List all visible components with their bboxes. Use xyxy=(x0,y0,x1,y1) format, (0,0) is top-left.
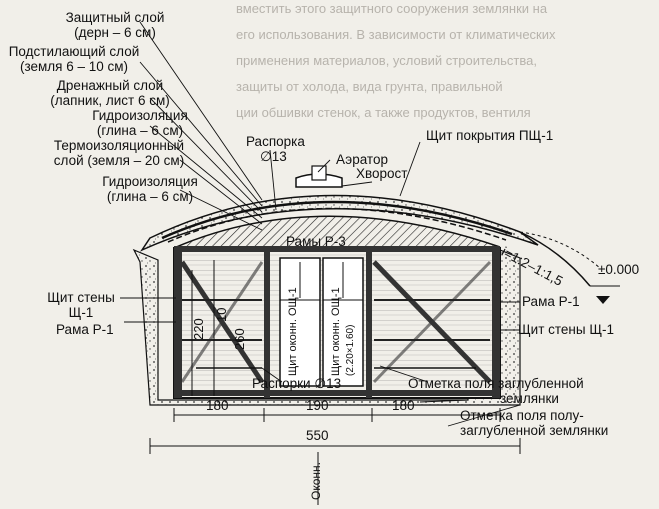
background-text-line: ции обшивки стенок, а также продуктов, в… xyxy=(236,105,531,120)
frame-right-label: Рама Р-1 xyxy=(522,294,580,309)
roof-shield xyxy=(173,215,501,249)
dim-550: 550 xyxy=(306,428,329,443)
dim-180-left: 180 xyxy=(206,398,229,413)
wall-shield-right-label: Щит стены Щ-1 xyxy=(518,322,614,337)
wall-shield-left-label: Щит стены Щ-1 xyxy=(47,290,115,320)
layer-thermal: Термоизоляционный слой (земля – 20 см) xyxy=(53,138,185,168)
dim-220: 220 xyxy=(191,318,206,340)
background-text-line: применения материалов, условий строитель… xyxy=(236,53,537,68)
brace-left-cross xyxy=(180,261,264,383)
tail-label: Хворост xyxy=(356,166,408,181)
vertical-note: Оконн. xyxy=(309,462,323,500)
post-left xyxy=(174,248,182,398)
zero-mark-label: ±0.000 xyxy=(598,262,640,277)
brace-right-cross xyxy=(372,260,492,384)
layer-waterproof-bottom: Гидроизоляция (глина – 6 см) xyxy=(102,174,198,204)
roof-drain-line xyxy=(167,207,507,243)
roof-earth-layer xyxy=(139,194,539,252)
leader-lines xyxy=(120,21,521,427)
aerator-pipe xyxy=(311,165,327,181)
layer-drainage: Дренажный слой (лапник, лист 6 см) xyxy=(50,78,170,108)
roof-waterproof-line xyxy=(161,200,513,240)
post-right xyxy=(492,248,500,398)
dim-180-right: 180 xyxy=(392,398,415,413)
background-text-line: его использования. В зависимости от клим… xyxy=(236,27,556,42)
braces-bottom-label: Распорки ∅13 xyxy=(252,376,342,391)
window-label-right: Щит оконн. ОЩ-1 xyxy=(330,287,342,376)
top-beam xyxy=(174,246,500,252)
frames-label: Рамы Р-3 xyxy=(286,234,346,249)
brace-label: Распорка ∅13 xyxy=(246,134,305,164)
background-text-line: защиты от холода, вида грунта, правильно… xyxy=(236,79,503,94)
zero-mark-arrow xyxy=(596,296,610,304)
roof-shield-label: Щит покрытия ПЩ-1 xyxy=(426,128,554,143)
frame-left-label: Рама Р-1 xyxy=(56,322,114,337)
mark-deep-label: Отметка поля заглубленной землянки xyxy=(408,376,584,406)
dim-260: 260 xyxy=(232,328,247,350)
layer-protective: Защитный слой (дерн – 6 см) xyxy=(65,10,165,40)
background-text-line: вместить этого защитного сооружения земл… xyxy=(236,1,548,16)
post-mid-right xyxy=(366,248,372,398)
dim-10: 10 xyxy=(214,308,229,322)
post-mid-left xyxy=(264,248,270,398)
dim-190: 190 xyxy=(306,398,329,413)
slope-line xyxy=(519,231,591,287)
layer-waterproof-top: Гидроизоляция (глина – 6 см) xyxy=(92,108,188,138)
slope-surface xyxy=(519,231,601,269)
window-size: (2.20×1.60) xyxy=(345,325,356,376)
bottom-beam xyxy=(174,390,500,396)
window-label-left: Щит оконн. ОЩ-1 xyxy=(287,287,299,376)
mark-semi-label: Отметка поля полу- заглубленной землянки xyxy=(460,408,609,438)
aerator-label: Аэратор xyxy=(336,152,388,167)
layer-underlayer: Подстилающий слой (земля 6 – 10 см) xyxy=(8,44,140,74)
